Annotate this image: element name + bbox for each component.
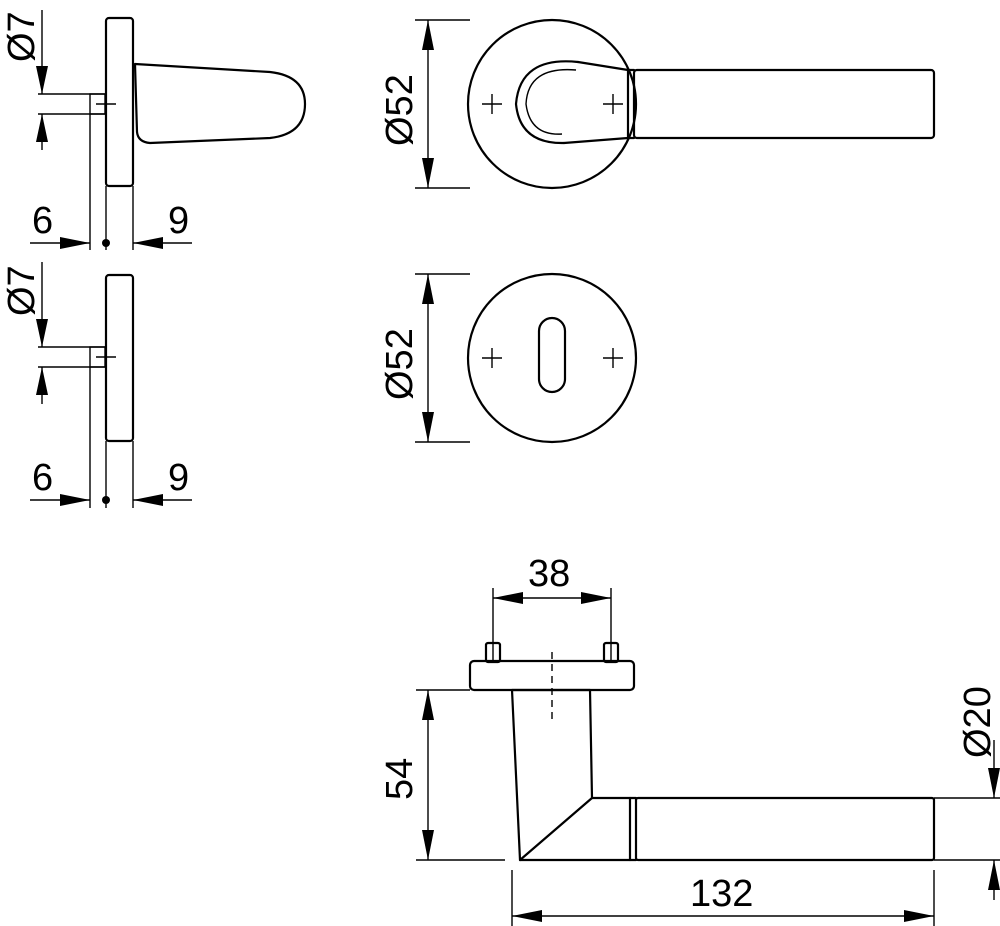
dim-lever-height: 54 bbox=[379, 758, 421, 800]
lever-bar bbox=[632, 68, 936, 140]
dim-screw-spacing: 38 bbox=[528, 553, 570, 595]
lever-collar bbox=[562, 60, 630, 145]
arrow-up bbox=[36, 114, 48, 142]
dim-key-offset-6: 6 bbox=[32, 457, 53, 499]
dim-key-spindle-dia: Ø7 bbox=[1, 265, 43, 316]
lever-neck-outer bbox=[514, 60, 580, 145]
key-rose-plate-side bbox=[104, 273, 135, 443]
rose-circle bbox=[466, 18, 638, 190]
lever-collar-plan bbox=[518, 796, 632, 862]
lever-profile bbox=[133, 62, 307, 145]
arrow-down bbox=[36, 66, 48, 94]
keyhole bbox=[537, 316, 567, 394]
screw-cross-right bbox=[603, 94, 623, 114]
dot-marker bbox=[102, 239, 110, 247]
front-view-lever: Ø52 bbox=[379, 18, 936, 190]
key-screw-cross-right bbox=[603, 348, 623, 368]
dim-lever-dia: Ø20 bbox=[957, 686, 999, 758]
key-rose-circle bbox=[466, 272, 638, 444]
dim-offset-6: 6 bbox=[32, 200, 53, 242]
front-view-key-rose: Ø52 bbox=[379, 272, 638, 444]
lever-bar-plan bbox=[634, 796, 936, 862]
side-view-key-rose: Ø7 6 9 bbox=[1, 262, 192, 508]
dim-spindle-dia: Ø7 bbox=[1, 11, 43, 62]
dim-key-rose-dia: Ø52 bbox=[379, 328, 421, 400]
key-screw-cross-left bbox=[482, 348, 502, 368]
dim-key-offset-9: 9 bbox=[168, 457, 189, 499]
dim-rose-dia: Ø52 bbox=[379, 74, 421, 146]
dim-lever-length: 132 bbox=[690, 873, 753, 915]
dim-offset-9: 9 bbox=[168, 200, 189, 242]
plan-view-lever: 38 54 132 Ø20 bbox=[379, 553, 1000, 926]
side-view-lever: Ø7 6 9 bbox=[1, 10, 307, 250]
screw-cross-left bbox=[482, 94, 502, 114]
rose-plate-side bbox=[104, 16, 135, 188]
